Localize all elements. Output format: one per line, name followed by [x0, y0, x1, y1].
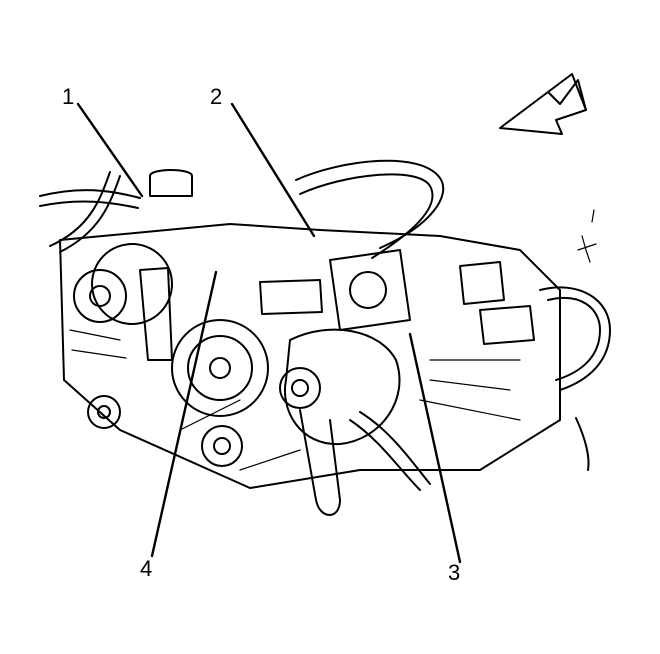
engine-assembly: [39, 159, 611, 516]
leader-3: [408, 332, 462, 564]
leader-4: [150, 270, 218, 558]
callout-labels: 1 2 3 4: [62, 84, 460, 585]
callout-1: 1: [62, 84, 74, 109]
callout-2: 2: [210, 84, 222, 109]
callout-3: 3: [448, 560, 460, 585]
callout-4: 4: [140, 556, 152, 581]
front-direction-arrow-icon: [499, 73, 587, 135]
leader-2: [230, 102, 316, 238]
leader-1: [76, 102, 144, 198]
leader-lines: [76, 102, 462, 564]
